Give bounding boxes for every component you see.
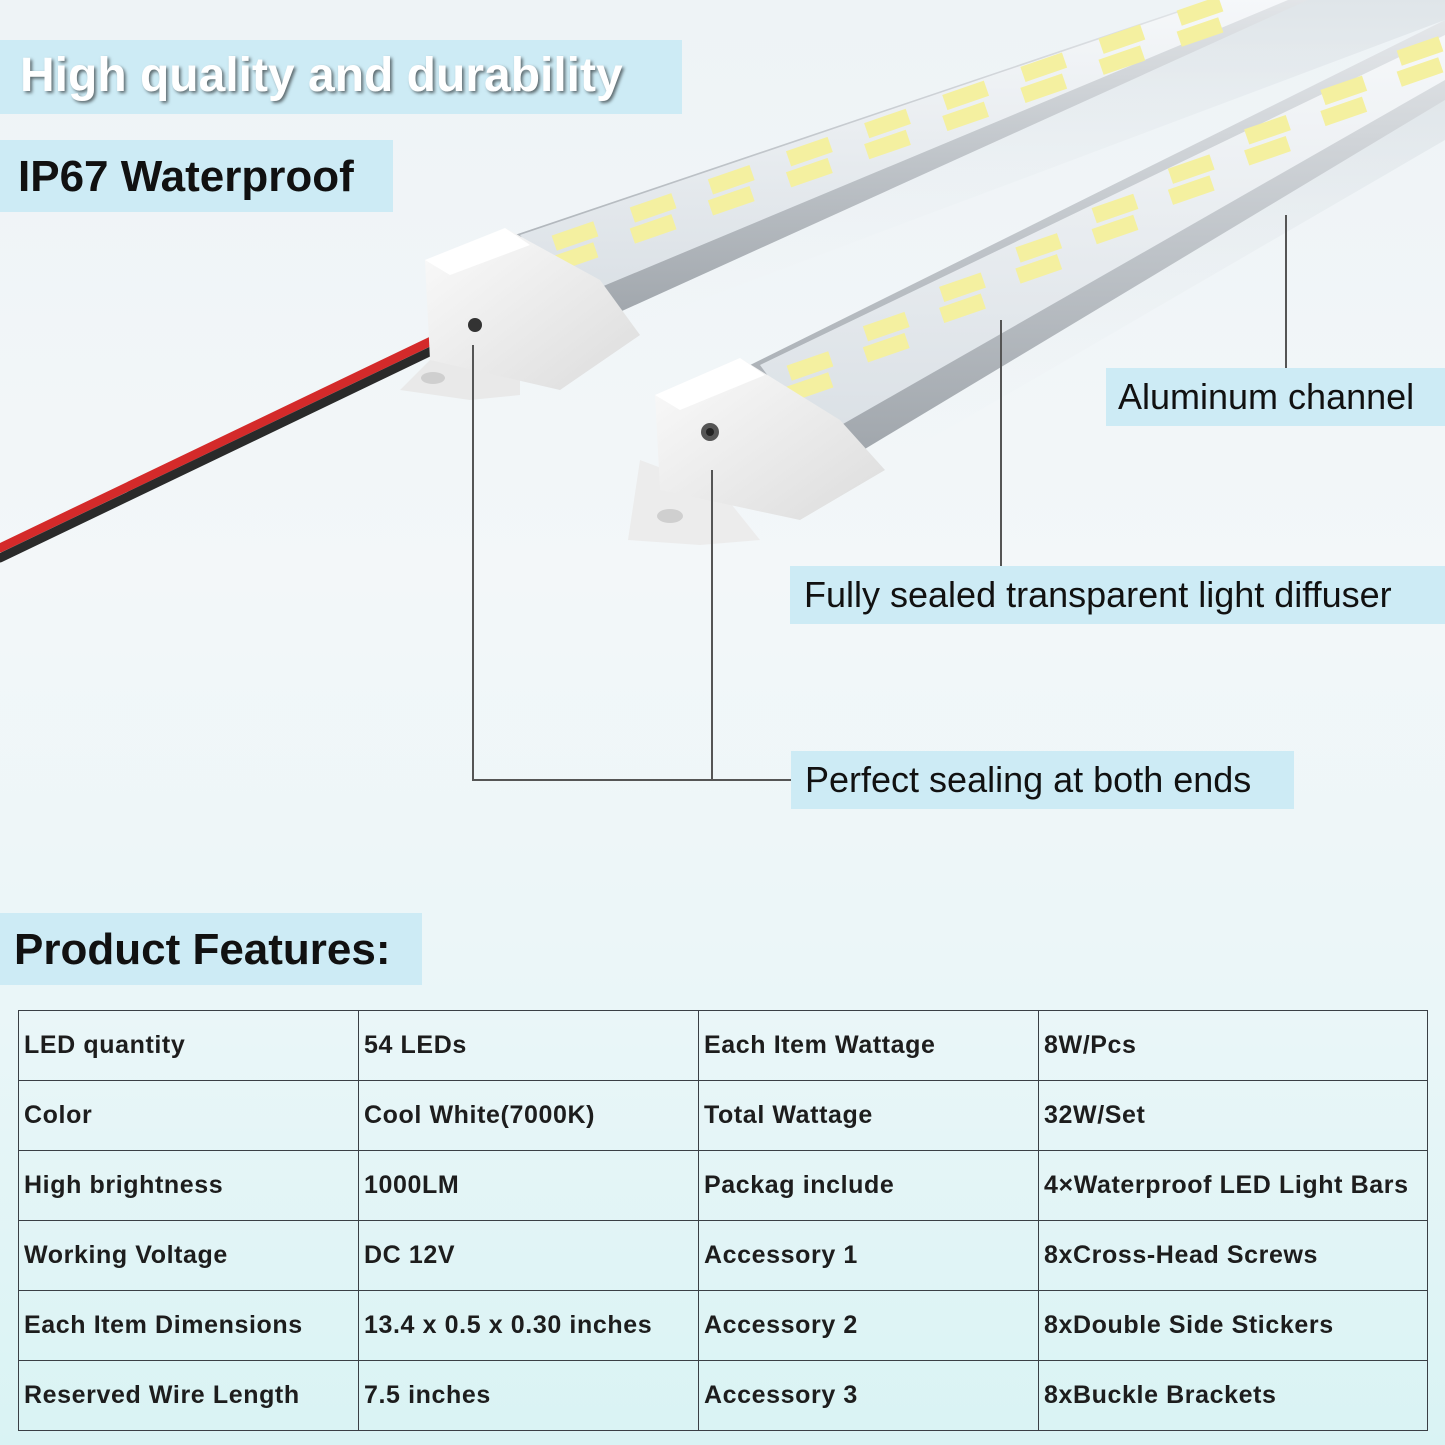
led-chip <box>1244 115 1291 145</box>
led-chip <box>629 193 677 223</box>
table-cell: Accessory 1 <box>698 1220 1039 1291</box>
waterproof-heading: IP67 Waterproof <box>0 140 393 212</box>
callout-leader-lines <box>472 215 1287 781</box>
led-light-bar-lower <box>740 20 1445 480</box>
callout-end-sealing: Perfect sealing at both ends <box>791 751 1294 809</box>
table-cell: 54 LEDs <box>358 1010 699 1081</box>
table-cell: 1000LM <box>358 1150 699 1221</box>
led-chip <box>939 293 986 323</box>
table-cell: Accessory 3 <box>698 1360 1039 1431</box>
led-chips-upper <box>551 0 1224 272</box>
led-chip <box>1015 254 1063 284</box>
table-cell: Each Item Wattage <box>698 1010 1039 1081</box>
product-illustration <box>0 0 1445 781</box>
quality-heading: High quality and durability <box>0 40 682 114</box>
led-chip <box>862 311 910 342</box>
led-chip <box>785 157 833 188</box>
end-cap-upper <box>400 228 640 400</box>
led-chip <box>785 136 833 167</box>
table-cell: 8xDouble Side Stickers <box>1038 1290 1428 1361</box>
table-cell: Accessory 2 <box>698 1290 1039 1361</box>
led-chip <box>707 165 755 195</box>
led-chip <box>707 186 755 216</box>
table-cell: 8W/Pcs <box>1038 1010 1428 1081</box>
table-cell: Cool White(7000K) <box>358 1080 699 1151</box>
led-chip <box>1091 193 1139 224</box>
led-chip <box>629 214 677 244</box>
table-cell: Each Item Dimensions <box>18 1290 359 1361</box>
table-cell: 7.5 inches <box>358 1360 699 1431</box>
table-cell: LED quantity <box>18 1010 359 1081</box>
table-cell: Packag include <box>698 1150 1039 1221</box>
led-chip <box>1020 52 1068 82</box>
led-chip <box>942 80 990 111</box>
power-wire <box>0 315 480 563</box>
led-chip <box>862 332 910 363</box>
table-cell: 32W/Set <box>1038 1080 1428 1151</box>
table-cell: Color <box>18 1080 359 1151</box>
led-chip <box>551 221 599 251</box>
led-chip <box>1167 154 1215 184</box>
table-cell: 8xCross-Head Screws <box>1038 1220 1428 1291</box>
features-heading: Product Features: <box>0 913 422 985</box>
led-chip <box>786 351 834 381</box>
led-chip <box>1176 0 1224 26</box>
led-chip <box>864 108 911 139</box>
led-chips-lower <box>786 36 1444 402</box>
led-chip <box>1098 45 1146 75</box>
callout-aluminum-channel: Aluminum channel <box>1106 368 1445 426</box>
led-chip <box>939 272 986 302</box>
led-chip <box>864 129 911 160</box>
table-cell: Working Voltage <box>18 1220 359 1291</box>
led-chip <box>1176 17 1224 47</box>
table-cell: DC 12V <box>358 1220 699 1291</box>
led-chip <box>1244 136 1291 166</box>
table-cell: Total Wattage <box>698 1080 1039 1151</box>
table-cell: 13.4 x 0.5 x 0.30 inches <box>358 1290 699 1361</box>
led-chip <box>1091 214 1139 245</box>
led-chip <box>1320 75 1368 106</box>
table-cell: Reserved Wire Length <box>18 1360 359 1431</box>
led-light-bar-upper <box>500 0 1445 330</box>
led-chip <box>942 101 990 132</box>
led-chip <box>1320 96 1368 127</box>
led-chip <box>1020 73 1068 103</box>
led-chip <box>1167 175 1215 205</box>
table-cell: High brightness <box>18 1150 359 1221</box>
led-chip <box>1098 24 1146 54</box>
led-chip <box>1015 233 1063 263</box>
callout-light-diffuser: Fully sealed transparent light diffuser <box>790 566 1445 624</box>
table-cell: 4×Waterproof LED Light Bars <box>1038 1150 1428 1221</box>
led-chip <box>1396 36 1444 66</box>
table-cell: 8xBuckle Brackets <box>1038 1360 1428 1431</box>
led-chip <box>1396 57 1444 87</box>
